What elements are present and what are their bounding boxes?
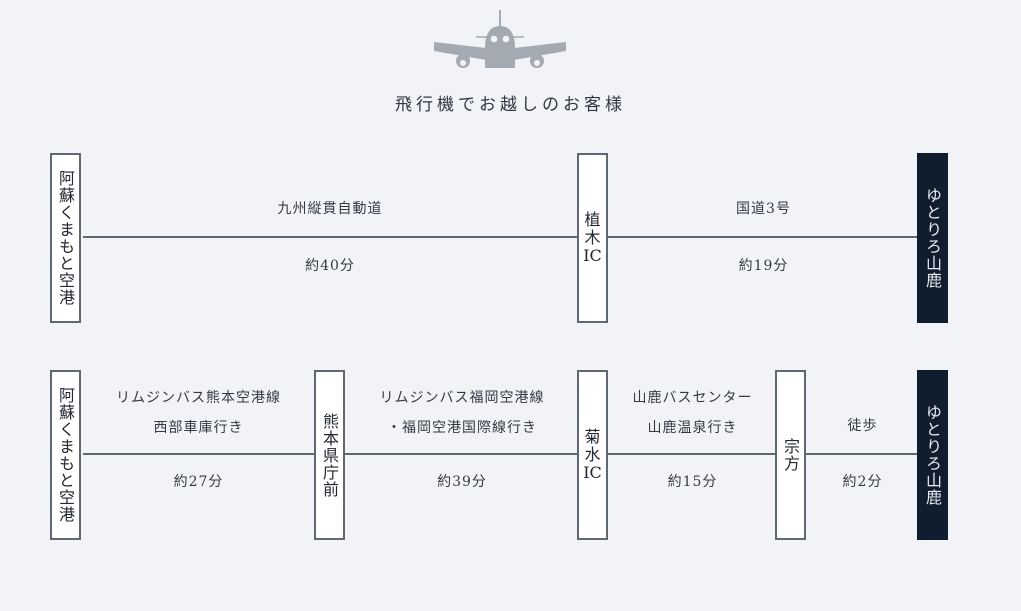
route-line (83, 236, 917, 238)
route-line (83, 453, 917, 455)
route-name-line: 山鹿温泉行き (647, 420, 738, 436)
segment-route-name: 国道3号 (610, 196, 917, 222)
stop-kikusui-ic: 菊 水 IC (577, 370, 608, 540)
segment-route-name: リムジンバス福岡空港線 ・福岡空港国際線行き (347, 385, 577, 441)
stop-label: 阿蘇くまもと空港 (56, 170, 75, 306)
segment-route-name: リムジンバス熊本空港線 西部車庫行き (83, 385, 314, 441)
route-name-line: ・福岡空港国際線行き (387, 420, 537, 436)
page-title: 飛行機でお越しのお客様 (395, 95, 626, 115)
stop-yutoriro-yamaga: ゆとりろ山鹿 (917, 370, 948, 540)
stop-label-char: 木 (584, 228, 601, 247)
stop-label: ゆとりろ山鹿 (923, 187, 942, 289)
stop-aso-kumamoto-airport: 阿蘇くまもと空港 (50, 370, 81, 540)
stop-kumamoto-kencho-mae: 熊本県庁前 (314, 370, 345, 540)
segment-duration: 約19分 (738, 258, 789, 274)
stop-label-char: IC (583, 463, 602, 482)
stop-label: ゆとりろ山鹿 (923, 404, 942, 506)
stop-aso-kumamoto-airport: 阿蘇くまもと空港 (50, 153, 81, 323)
segment-duration: 約39分 (437, 474, 487, 490)
segment-duration: 約40分 (305, 258, 355, 274)
route-name-line: 徒歩 (847, 418, 878, 434)
route-name-line: 九州縦貫自動道 (277, 201, 383, 217)
airplane-icon (434, 10, 566, 68)
segment-route-name: 徒歩 (808, 413, 917, 439)
stop-yutoriro-yamaga: ゆとりろ山鹿 (917, 153, 948, 323)
stop-label: 阿蘇くまもと空港 (56, 387, 75, 523)
stop-ueki-ic: 植 木 IC (577, 153, 608, 323)
route-name-line: 国道3号 (736, 201, 791, 217)
route-name-line: 西部車庫行き (153, 420, 244, 436)
stop-label-char: 植 (584, 210, 601, 229)
stop-label-char: 水 (584, 445, 601, 464)
stop-label-char: IC (583, 246, 602, 265)
segment-route-name: 山鹿バスセンター 山鹿温泉行き (610, 385, 775, 441)
segment-duration: 約2分 (842, 474, 883, 490)
segment-route-name: 九州縦貫自動道 (83, 196, 577, 222)
stop-label-char: 菊 (584, 427, 601, 446)
route-name-line: リムジンバス福岡空港線 (379, 390, 545, 406)
stop-label: 熊本県庁前 (320, 412, 339, 498)
route-name-line: 山鹿バスセンター (632, 390, 753, 406)
segment-duration: 約27分 (173, 474, 224, 490)
stop-label: 宗方 (781, 438, 800, 472)
route-name-line: リムジンバス熊本空港線 (116, 390, 281, 406)
stop-munakata: 宗方 (775, 370, 806, 540)
segment-duration: 約15分 (667, 474, 718, 490)
